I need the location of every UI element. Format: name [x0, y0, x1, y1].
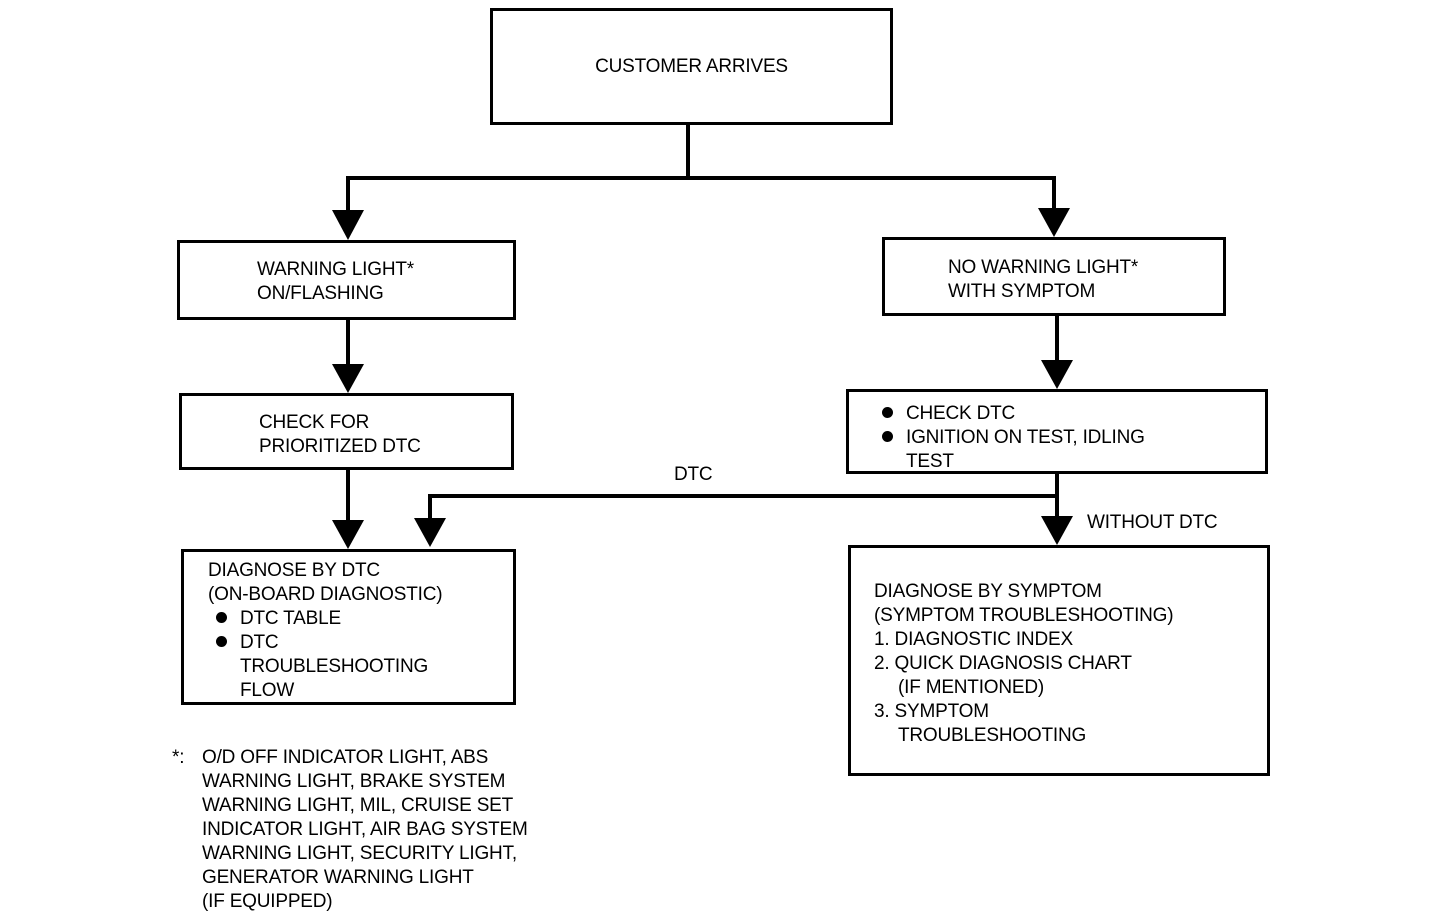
node-text: PRIORITIZED DTC	[259, 436, 421, 457]
node-text: CUSTOMER ARRIVES	[595, 55, 788, 77]
bullet-dot	[882, 426, 906, 450]
edge-customer-to-warning	[346, 125, 690, 212]
bullet-text: CHECK DTC	[906, 403, 1016, 424]
arrowhead-without-dtc	[1041, 516, 1073, 545]
edge-customer-to-no-warning	[688, 176, 1056, 210]
bullet-item: DTC	[208, 631, 513, 655]
item-text: SYMPTOM	[894, 701, 990, 722]
node-diagnose-by-symptom: DIAGNOSE BY SYMPTOM (SYMPTOM TROUBLESHOO…	[848, 545, 1270, 776]
node-title: DIAGNOSE BY SYMPTOM	[874, 581, 1102, 602]
numbered-item: 2. QUICK DIAGNOSIS CHART	[874, 652, 1267, 676]
node-customer-arrives: CUSTOMER ARRIVES	[490, 8, 893, 125]
bullet-text: IGNITION ON TEST, IDLING	[906, 427, 1145, 448]
item-text: QUICK DIAGNOSIS CHART	[894, 653, 1132, 674]
bullet-dot	[216, 631, 240, 655]
bullet-item: DTC TABLE	[208, 607, 513, 631]
item-number: 1.	[874, 629, 890, 650]
node-subtitle: (ON-BOARD DIAGNOSTIC)	[208, 584, 443, 605]
arrowhead-dtc-branch	[414, 518, 446, 547]
footnote-line: WARNING LIGHT, BRAKE SYSTEM	[202, 771, 506, 792]
edge-label-without-dtc: WITHOUT DTC	[1087, 512, 1218, 533]
edge-label-dtc: DTC	[674, 464, 713, 485]
edge-check-dtc-dtc-branch	[428, 474, 1059, 520]
item-subtext: TROUBLESHOOTING	[898, 725, 1087, 746]
footnote-line: (IF EQUIPPED)	[202, 891, 333, 912]
node-text: NO WARNING LIGHT*	[948, 257, 1139, 278]
node-no-warning-light: NO WARNING LIGHT* WITH SYMPTOM	[882, 237, 1226, 316]
item-text: DIAGNOSTIC INDEX	[894, 629, 1074, 650]
footnote-marker: *:	[172, 747, 185, 768]
bullet-text: DTC TABLE	[240, 608, 341, 629]
node-text: CHECK FOR	[259, 412, 370, 433]
bullet-dot	[882, 402, 906, 426]
footnote-line: WARNING LIGHT, MIL, CRUISE SET	[202, 795, 514, 816]
node-text: ON/FLASHING	[257, 283, 384, 304]
item-number: 3.	[874, 701, 890, 722]
node-check-dtc: CHECK DTC IGNITION ON TEST, IDLING TEST	[846, 389, 1268, 474]
bullet-item: IGNITION ON TEST, IDLING	[882, 426, 1265, 450]
bullet-continuation: TROUBLESHOOTING	[240, 656, 429, 677]
arrowhead-no-warning	[1038, 208, 1070, 237]
footnote-line: GENERATOR WARNING LIGHT	[202, 867, 474, 888]
node-subtitle: (SYMPTOM TROUBLESHOOTING)	[874, 605, 1174, 626]
arrowhead-check-prioritized	[332, 364, 364, 393]
item-subtext: (IF MENTIONED)	[898, 677, 1045, 698]
bullet-continuation: FLOW	[240, 680, 295, 701]
bullet-item: CHECK DTC	[882, 402, 1265, 426]
footnote-line: *: O/D OFF INDICATOR LIGHT, ABS	[172, 746, 528, 770]
arrowhead-check-dtc	[1041, 360, 1073, 389]
footnote: *: O/D OFF INDICATOR LIGHT, ABS WARNING L…	[172, 746, 528, 914]
bullet-text: DTC	[240, 632, 279, 653]
footnote-line: INDICATOR LIGHT, AIR BAG SYSTEM	[202, 819, 528, 840]
footnote-line: WARNING LIGHT, SECURITY LIGHT,	[202, 843, 517, 864]
bullet-dot	[216, 607, 240, 631]
numbered-item: 3. SYMPTOM	[874, 700, 1267, 724]
arrowhead-diagnose-dtc	[332, 520, 364, 549]
node-diagnose-by-dtc: DIAGNOSE BY DTC (ON-BOARD DIAGNOSTIC) DT…	[181, 549, 516, 705]
node-check-prioritized-dtc: CHECK FOR PRIORITIZED DTC	[179, 393, 514, 470]
footnote-text: O/D OFF INDICATOR LIGHT, ABS	[202, 747, 489, 768]
bullet-continuation: TEST	[906, 451, 954, 472]
node-text: WITH SYMPTOM	[948, 281, 1096, 302]
node-title: DIAGNOSE BY DTC	[208, 560, 380, 581]
arrowhead-warning	[332, 210, 364, 240]
numbered-item: 1. DIAGNOSTIC INDEX	[874, 628, 1267, 652]
item-number: 2.	[874, 653, 890, 674]
node-text: WARNING LIGHT*	[257, 259, 414, 280]
node-warning-light: WARNING LIGHT* ON/FLASHING	[177, 240, 516, 320]
